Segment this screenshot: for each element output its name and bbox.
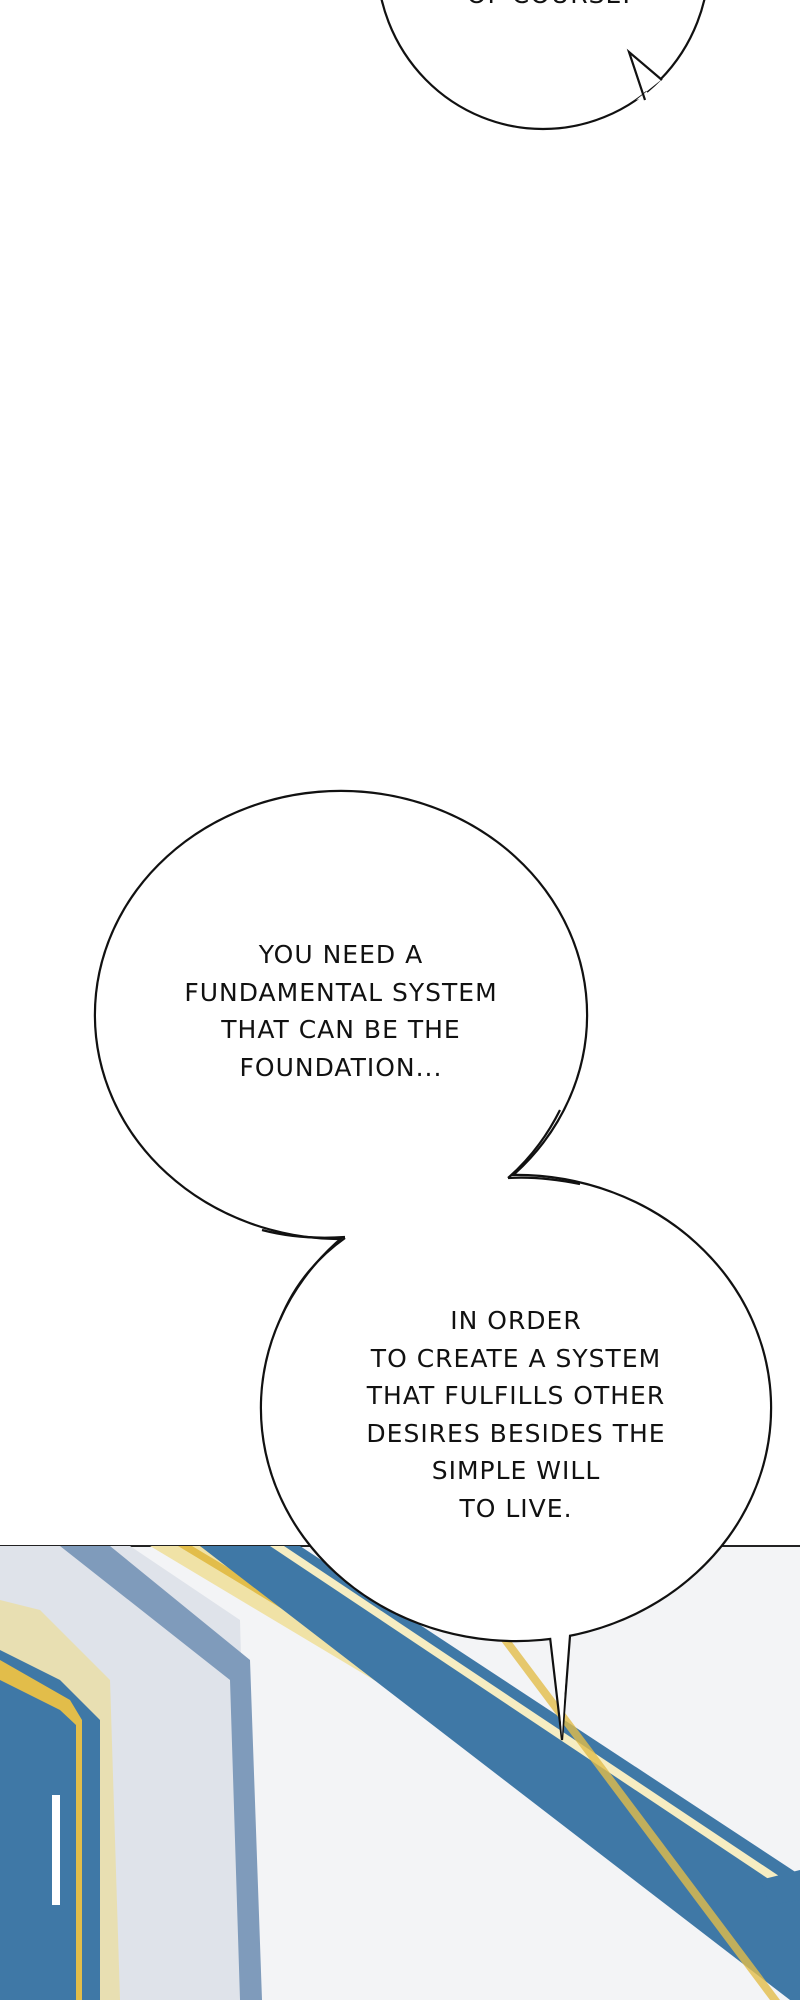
speech-bubble-middle bbox=[96, 792, 586, 1238]
text-line: TO LIVE. bbox=[459, 1493, 573, 1523]
text-line: DESIRES BESIDES THE bbox=[366, 1418, 666, 1448]
bubble-tail bbox=[626, 48, 663, 101]
ceiling-beam bbox=[200, 1546, 800, 2000]
text-line: THAT FULFILLS OTHER bbox=[366, 1381, 666, 1410]
speech-text-middle: YOU NEED A FUNDAMENTAL SYSTEM THAT CAN B… bbox=[184, 936, 497, 1086]
beam-light-stripe bbox=[270, 1546, 800, 1900]
ceiling-gold-line bbox=[430, 1546, 780, 2000]
text-line: FOUNDATION... bbox=[239, 1052, 443, 1082]
speech-bubble-top bbox=[380, 0, 706, 131]
door-frame-trim bbox=[60, 1546, 262, 2000]
speech-text-bottom: IN ORDER TO CREATE A SYSTEM THAT FULFILL… bbox=[366, 1302, 665, 1527]
text-line: TO CREATE A SYSTEM bbox=[370, 1343, 662, 1373]
candle bbox=[52, 1795, 60, 1905]
speech-bubble-bottom bbox=[262, 1176, 770, 1640]
speech-text-top: OF COURSE. bbox=[467, 0, 631, 14]
text-line: FUNDAMENTAL SYSTEM bbox=[184, 977, 498, 1007]
door-panel-blue bbox=[0, 1650, 100, 2000]
beam-corner bbox=[760, 1870, 800, 1905]
text-line: THAT CAN BE THE bbox=[221, 1015, 461, 1044]
text-line: OF COURSE. bbox=[467, 0, 631, 14]
text-line: YOU NEED A bbox=[258, 940, 424, 969]
text-line: SIMPLE WILL bbox=[431, 1456, 601, 1485]
text-line: IN ORDER bbox=[450, 1306, 582, 1335]
